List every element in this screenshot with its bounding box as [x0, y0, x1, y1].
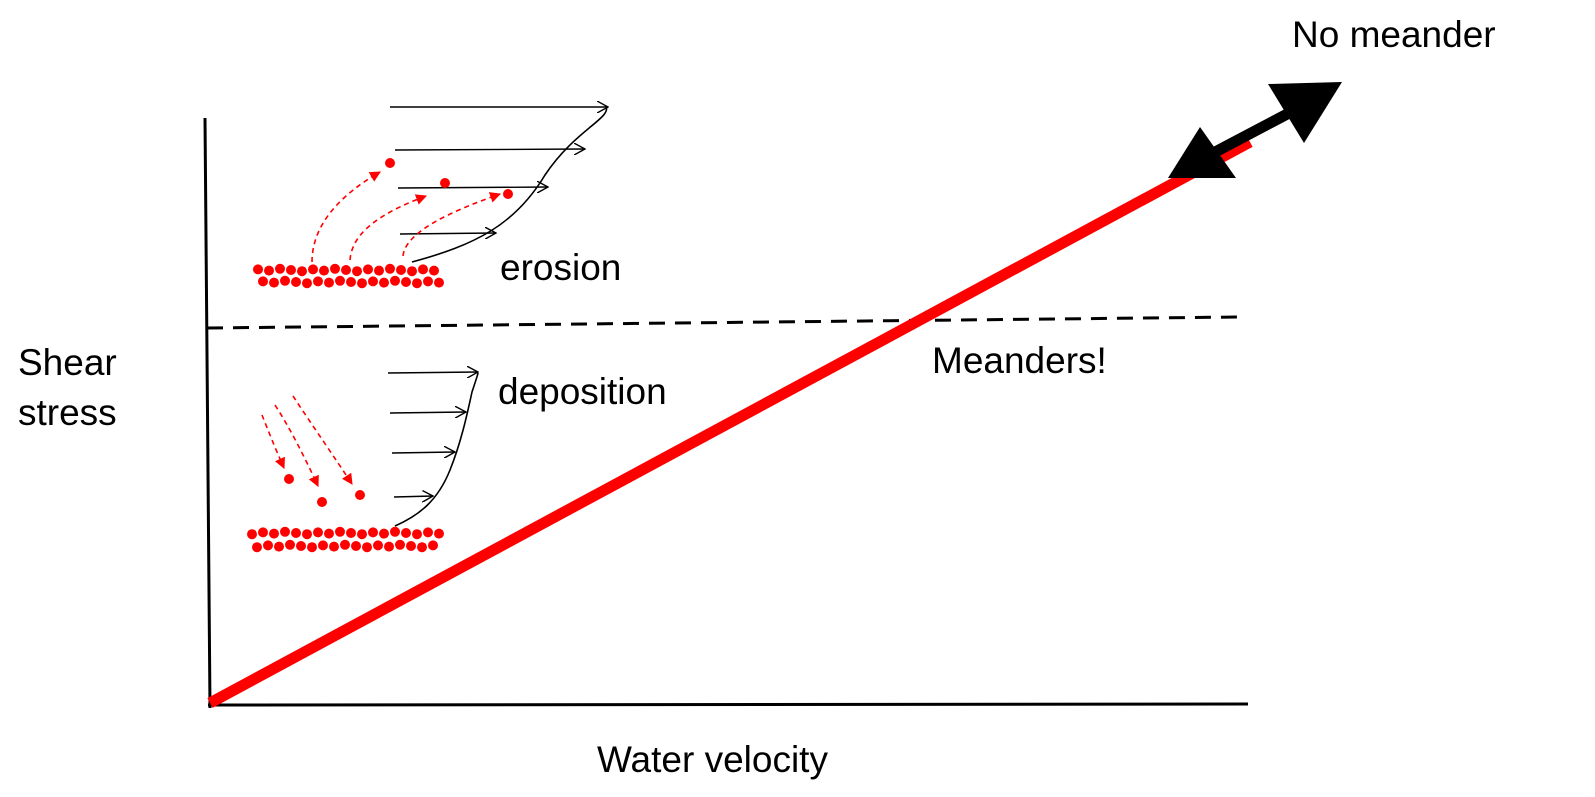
sediment-grain: [274, 541, 284, 552]
sediment-grain: [373, 540, 383, 551]
sediment-grain: [307, 542, 317, 553]
sediment-grain: [330, 263, 340, 274]
sediment-grain: [341, 265, 351, 275]
y-axis-label-line2: stress: [18, 392, 117, 433]
sediment-grain: [346, 277, 356, 287]
sediment-grain: [340, 539, 350, 550]
sediment-grain: [269, 277, 279, 288]
sediment-grain: [313, 276, 323, 287]
deposition-label: deposition: [498, 371, 667, 412]
sediment-grain: [406, 541, 416, 551]
sediment-grain: [368, 527, 378, 538]
sediment-grain: [252, 542, 262, 553]
sediment-grain: [434, 528, 444, 539]
deposition-particles: [284, 474, 365, 507]
sediment-grain: [379, 528, 389, 539]
sediment-grain: [263, 540, 273, 551]
sediment-grain: [417, 542, 427, 553]
x-axis-label: Water velocity: [597, 739, 828, 780]
sediment-grain: [390, 275, 400, 286]
sediment-grain: [253, 264, 263, 275]
sediment-grain: [296, 541, 306, 551]
sediment-grain: [418, 264, 428, 275]
sediment-grain: [351, 541, 361, 551]
sediment-grain: [357, 529, 367, 540]
sediment-grain: [335, 526, 345, 537]
meanders-label: Meanders!: [932, 340, 1107, 381]
sediment-grain: [285, 539, 295, 550]
sediment-grain: [390, 526, 400, 537]
sediment-grain: [286, 265, 296, 275]
sediment-grain: [428, 540, 438, 551]
sediment-grain: [324, 528, 334, 539]
sediment-grain: [324, 277, 334, 288]
trend-line: [207, 137, 1253, 708]
sediment-grain: [318, 540, 328, 551]
y-axis: [203, 117, 212, 709]
erosion-particles: [385, 158, 513, 199]
erosion-velocity-profile: [390, 106, 608, 263]
sediment-grain: [412, 278, 422, 289]
sediment-grain: [379, 277, 389, 288]
sediment-grain: [280, 526, 290, 537]
y-axis-label-line1: Shear: [18, 342, 117, 383]
sediment-grain: [395, 539, 405, 550]
sediment-grain: [269, 528, 279, 539]
sediment-grain: [396, 265, 406, 275]
sediment-grain: [401, 528, 411, 538]
sediment-grain: [313, 527, 323, 538]
sediment-grain: [423, 527, 433, 538]
sediment-grain: [384, 541, 394, 552]
sediment-grain: [429, 265, 439, 276]
sediment-grain: [308, 264, 318, 275]
sediment-grain: [247, 529, 257, 540]
sediment-grain: [368, 276, 378, 287]
sediment-grain: [291, 528, 301, 538]
sediment-grain: [434, 277, 444, 288]
sediment-grain: [363, 264, 373, 275]
sediment-grain: [412, 529, 422, 540]
no-meander-label: No meander: [1292, 14, 1496, 55]
sediment-grain: [346, 528, 356, 538]
sediment-grain: [264, 265, 274, 276]
sediment-grain: [423, 276, 433, 287]
erosion-dashed-arrows: [311, 171, 502, 263]
sediment-grain: [401, 277, 411, 287]
sediment-grain: [258, 527, 268, 538]
threshold-dashed-line: [206, 315, 1241, 330]
sediment-grain: [329, 541, 339, 552]
sediment-grain: [280, 275, 290, 286]
sediment-grain: [302, 278, 312, 289]
sediment-grain: [335, 275, 345, 286]
sediment-grain: [385, 263, 395, 274]
sediment-grain: [374, 265, 384, 276]
sediment-grain: [258, 276, 268, 287]
sediment-grain: [291, 277, 301, 287]
deposition-sediment-bed: [247, 526, 444, 553]
deposition-dashed-arrows: [261, 395, 353, 487]
no-meander-double-arrow: [1168, 82, 1342, 178]
sediment-grain: [297, 266, 307, 277]
sediment-grain: [352, 266, 362, 277]
erosion-sediment-bed: [253, 263, 444, 289]
sediment-grain: [275, 263, 285, 274]
sediment-grain: [407, 266, 417, 277]
sediment-grain: [357, 278, 367, 289]
deposition-velocity-profile: [387, 372, 478, 527]
x-axis: [207, 702, 1249, 707]
erosion-label: erosion: [500, 247, 621, 288]
sediment-grain: [302, 529, 312, 540]
sediment-grain: [362, 542, 372, 553]
sediment-grain: [319, 265, 329, 276]
